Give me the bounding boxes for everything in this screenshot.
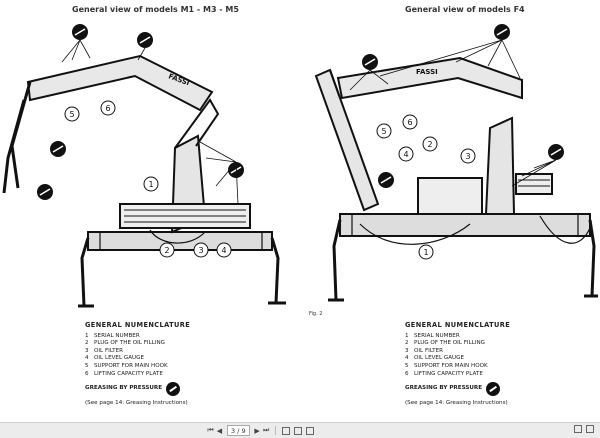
fullscreen-icon[interactable] (574, 425, 582, 433)
grease-point-icon (548, 144, 564, 160)
svg-text:2: 2 (427, 140, 432, 149)
legend-heading: GENERAL NUMENCLATURE (405, 321, 511, 329)
page-number-input[interactable]: 3 / 9 (227, 425, 250, 436)
left-base-frame (87, 231, 273, 251)
callout-left-1: 1 (143, 176, 159, 192)
right-stabilizer-leg (328, 219, 344, 302)
last-page-icon[interactable]: ⏭ (262, 426, 270, 434)
right-oil-tank (417, 177, 483, 215)
svg-text:5: 5 (69, 110, 74, 119)
left-view-title: General view of models M1 - M3 - M5 (72, 5, 239, 14)
right-column (484, 116, 516, 215)
figure-label: Fig. 2 (309, 311, 323, 317)
callout-right-4: 4 (398, 146, 414, 162)
grease-point-icon (486, 382, 501, 397)
svg-text:4: 4 (221, 246, 226, 255)
svg-text:1: 1 (148, 180, 153, 189)
callout-right-6: 6 (402, 114, 418, 130)
left-stabilizer-leg (268, 237, 286, 305)
callout-right-1: 1 (418, 244, 434, 260)
callout-left-4: 4 (216, 242, 232, 258)
greasing-note: GREASING BY PRESSURE (405, 382, 510, 397)
svg-text:3: 3 (198, 246, 203, 255)
grease-point-icon (137, 32, 153, 48)
callout-left-3: 3 (193, 242, 209, 258)
fit-width-icon[interactable] (293, 426, 302, 435)
greasing-reference: (See page 14: Greasing Instructions) (405, 400, 508, 407)
right-main-boom (336, 56, 523, 100)
grease-point-icon (362, 54, 378, 70)
grease-point-icon (494, 24, 510, 40)
grease-point-icon (50, 141, 66, 157)
right-valve-block (515, 173, 553, 195)
right-lift-cylinder (314, 68, 380, 212)
grease-points (37, 24, 564, 200)
grease-point-icon (166, 382, 181, 397)
right-stabilizer-leg (584, 219, 598, 298)
svg-text:4: 4 (403, 150, 408, 159)
left-stabilizer-leg (78, 237, 94, 308)
callout-left-2: 2 (159, 242, 175, 258)
right-view-title: General view of models F4 (405, 5, 525, 14)
pdf-viewer-toolbar: ⏮ ◀ 3 / 9 ▶ ⏭ (0, 422, 600, 438)
greasing-note: GREASING BY PRESSURE (85, 382, 190, 397)
first-page-icon[interactable]: ⏮ (207, 426, 214, 434)
callout-right-3: 3 (460, 148, 476, 164)
svg-text:2: 2 (164, 246, 169, 255)
svg-text:1: 1 (423, 248, 428, 257)
legend-heading: GENERAL NUMENCLATURE (85, 321, 191, 329)
settings-icon[interactable] (586, 425, 594, 433)
greasing-reference: (See page 14: Greasing Instructions) (85, 400, 188, 407)
callout-right-2: 2 (422, 136, 438, 152)
svg-text:6: 6 (407, 118, 412, 127)
svg-text:3: 3 (465, 152, 470, 161)
right-brand-plate: FASSI (416, 68, 438, 76)
grease-point-icon (378, 172, 394, 188)
grease-point-icon (72, 24, 88, 40)
svg-text:5: 5 (381, 127, 386, 136)
rotate-icon[interactable] (305, 426, 314, 435)
previous-page-icon[interactable]: ◀ (216, 426, 223, 435)
callout-left-6: 6 (100, 100, 116, 116)
callout-left-5: 5 (64, 106, 80, 122)
grease-point-icon (37, 184, 53, 200)
manual-page: General view of models M1 - M3 - M5 Gene… (0, 0, 600, 422)
next-page-icon[interactable]: ▶ (254, 426, 260, 435)
left-extension-arm (2, 81, 32, 194)
callout-right-5: 5 (376, 123, 392, 139)
svg-text:6: 6 (105, 104, 110, 113)
toolbar-divider (274, 426, 276, 435)
fit-page-icon[interactable] (281, 426, 290, 435)
crane-drawings: FASSI FASSI 1 2 3 (2, 24, 598, 308)
